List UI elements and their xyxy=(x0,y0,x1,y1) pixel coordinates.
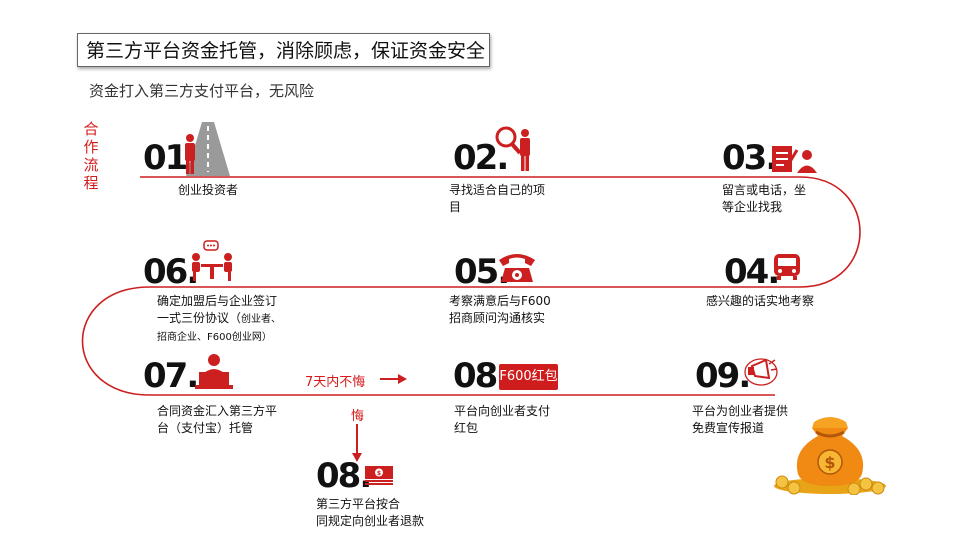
step-08-desc: 平台向创业者支付 红包 xyxy=(454,404,551,435)
step-04-number: 04. xyxy=(724,252,780,292)
money-bag-icon: $ xyxy=(770,410,890,499)
step-01-desc: 创业投资者 xyxy=(178,183,239,197)
step-09-number: 09. xyxy=(695,356,751,396)
step-04-desc: 感兴趣的话实地考察 xyxy=(706,294,815,308)
seven-day-note: 7天内不悔 xyxy=(305,375,366,390)
step-05-number: 05. xyxy=(454,252,510,292)
pen-paper-person-icon xyxy=(771,144,819,178)
step-06-desc: 确定加盟后与企业签订 一式三份协议（创业者、 招商企业、F600创业网） xyxy=(157,294,282,343)
step-08-refund-desc: 第三方平台按合 同规定向创业者退款 xyxy=(316,497,425,528)
flow-label: 合 作 流 程 xyxy=(83,120,99,192)
svg-text:$: $ xyxy=(377,470,381,477)
step-08-refund-number: 08. xyxy=(316,456,372,496)
step-03-number: 03. xyxy=(722,138,778,178)
page-subtitle: 资金打入第三方支付平台，无风险 xyxy=(89,82,315,100)
step-05-desc: 考察满意后与F600 招商顾问沟通核实 xyxy=(449,294,551,325)
person-road-icon xyxy=(180,122,232,180)
step-02-desc: 寻找适合自己的项 目 xyxy=(449,183,546,214)
step-07-number: 07. xyxy=(143,356,199,396)
step-07-desc: 合同资金汇入第三方平 台（支付宝）托管 xyxy=(157,404,278,435)
page-title: 第三方平台资金托管，消除顾虑，保证资金安全 xyxy=(77,33,490,67)
meeting-icon xyxy=(188,240,236,286)
bus-icon xyxy=(772,252,802,286)
step-06-number: 06. xyxy=(143,252,199,292)
svg-text:$: $ xyxy=(824,453,835,472)
laptop-user-icon xyxy=(193,352,235,394)
person-magnifier-icon xyxy=(492,125,536,179)
money-stack-icon: $ xyxy=(364,464,394,492)
step-03-desc: 留言或电话，坐 等企业找我 xyxy=(722,183,807,214)
red-packet-icon: F600红包 xyxy=(499,364,558,390)
regret-note: 悔 xyxy=(351,409,365,424)
step-09-desc: 平台为创业者提供 免费宣传报道 xyxy=(692,404,789,435)
telephone-icon xyxy=(497,250,537,288)
megaphone-icon xyxy=(743,356,779,392)
